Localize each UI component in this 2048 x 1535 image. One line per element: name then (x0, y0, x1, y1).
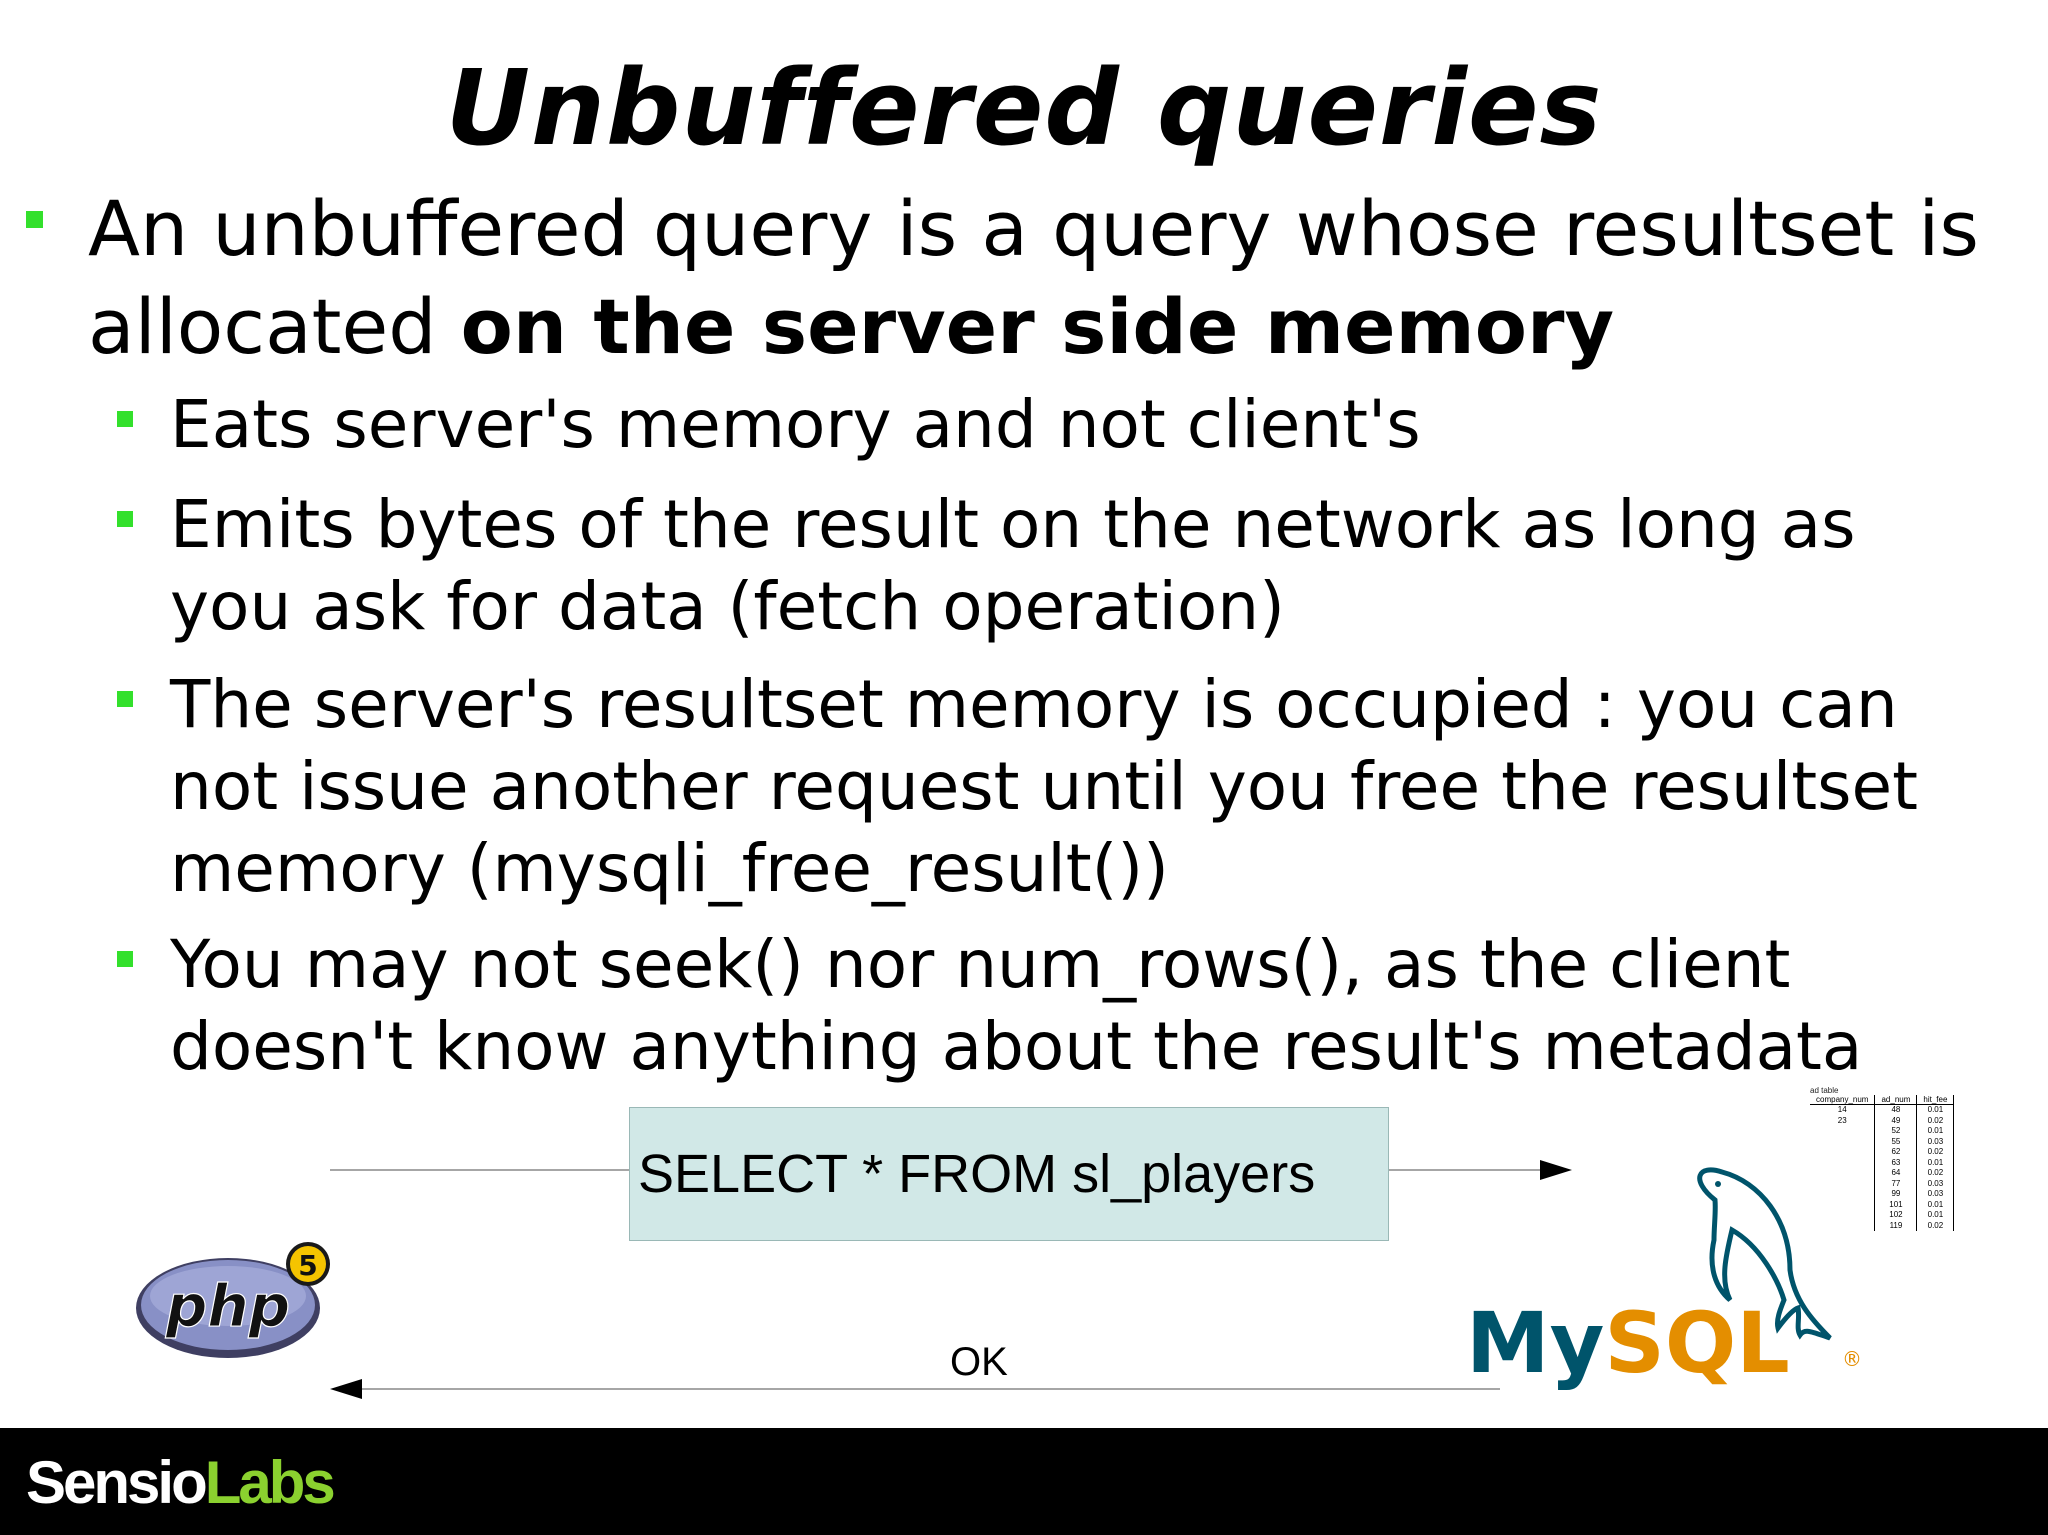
sub-bullet-3: The server's resultset memory is occupie… (170, 666, 1918, 907)
dolphin-icon (1697, 1167, 1832, 1341)
table-cell: 0.02 (1916, 1168, 1955, 1179)
php-version-badge: 5 (298, 1249, 317, 1282)
table-cell: 99 (1874, 1189, 1917, 1200)
table-cell: 102 (1874, 1210, 1917, 1221)
main-bullet-emphasis: on the server side memory (460, 282, 1614, 371)
table-cell (1810, 1200, 1875, 1211)
mysql-registered-mark: ® (1842, 1347, 1862, 1371)
mysql-logo-sql: SQL (1604, 1294, 1789, 1390)
table-cell: 0.02 (1916, 1220, 1955, 1231)
table-cell (1810, 1158, 1875, 1169)
query-box: SELECT * FROM sl_players (629, 1107, 1389, 1241)
table-cell: 0.03 (1916, 1189, 1955, 1200)
table-cell (1810, 1137, 1875, 1148)
bullet-marker (117, 511, 133, 527)
bullet-marker (117, 411, 133, 427)
table-cell: 77 (1874, 1178, 1917, 1189)
brand-labs: Labs (204, 1449, 336, 1516)
table-header: company_num (1810, 1095, 1875, 1105)
table-header: ad_num (1874, 1095, 1917, 1105)
table-cell (1810, 1126, 1875, 1137)
table-cell (1810, 1221, 1875, 1232)
php-logo-text: php (165, 1272, 290, 1340)
table-cell (1810, 1168, 1875, 1179)
table-cell (1810, 1179, 1875, 1190)
svg-text:MySQL: MySQL (1466, 1294, 1790, 1390)
bullet-marker (117, 951, 133, 967)
table-cell: 0.01 (1916, 1199, 1955, 1210)
table-cell (1810, 1189, 1875, 1200)
result-table: ad table company_num ad_num hit_fee 14 48… (1810, 1086, 1955, 1232)
table-cell: 49 (1874, 1115, 1917, 1126)
table-header: hit_fee (1916, 1095, 1955, 1105)
mysql-logo: MySQL ® (1466, 1167, 1862, 1390)
bullet-marker (26, 211, 43, 228)
bullet-marker (117, 691, 133, 707)
table-cell: 14 (1837, 1105, 1847, 1114)
main-bullet-text: An unbuffered query is a query whose res… (88, 184, 1979, 371)
table-cell: 0.01 (1916, 1104, 1955, 1116)
table-cell: 0.02 (1916, 1115, 1955, 1126)
table-cell: 55 (1874, 1136, 1917, 1147)
table-cell: 63 (1874, 1157, 1917, 1168)
sensiolabs-logo: SensioLabs (26, 1448, 336, 1517)
table-cell (1810, 1147, 1875, 1158)
table-cell: 64 (1874, 1168, 1917, 1179)
table-cell: 0.01 (1916, 1157, 1955, 1168)
table-cell: 0.01 (1916, 1126, 1955, 1137)
php-logo: php 5 (136, 1242, 330, 1358)
main-bullet: An unbuffered query is a query whose res… (88, 180, 2038, 376)
table-cell: 0.03 (1916, 1136, 1955, 1147)
table-cell: 0.02 (1916, 1147, 1955, 1158)
table-cell: 48 (1874, 1104, 1917, 1116)
response-label: OK (950, 1340, 1008, 1384)
table-cell (1810, 1210, 1875, 1221)
query-label: SELECT * FROM sl_players (638, 1144, 1316, 1204)
table-cell: 119 (1874, 1220, 1917, 1231)
table-cell: 0.01 (1916, 1210, 1955, 1221)
table-cell: 101 (1874, 1199, 1917, 1210)
brand-sensio: Sensio (26, 1449, 208, 1516)
response-arrow-head (330, 1379, 362, 1399)
sub-bullet-1: Eats server's memory and not client's (170, 386, 1421, 463)
sub-bullet-4: You may not seek() nor num_rows(), as th… (170, 926, 1863, 1085)
table-cell: 23 (1837, 1115, 1847, 1125)
table-cell: 62 (1874, 1147, 1917, 1158)
slide-title: Unbuffered queries (445, 47, 1603, 169)
footer-bar: SensioLabs (0, 1428, 2048, 1535)
table-cell: 0.03 (1916, 1178, 1955, 1189)
table-cell: 52 (1874, 1126, 1917, 1137)
result-table-caption: ad table (1810, 1086, 1839, 1095)
sub-bullet-2: Emits bytes of the result on the network… (170, 486, 1856, 645)
mysql-logo-my: My (1466, 1294, 1604, 1390)
